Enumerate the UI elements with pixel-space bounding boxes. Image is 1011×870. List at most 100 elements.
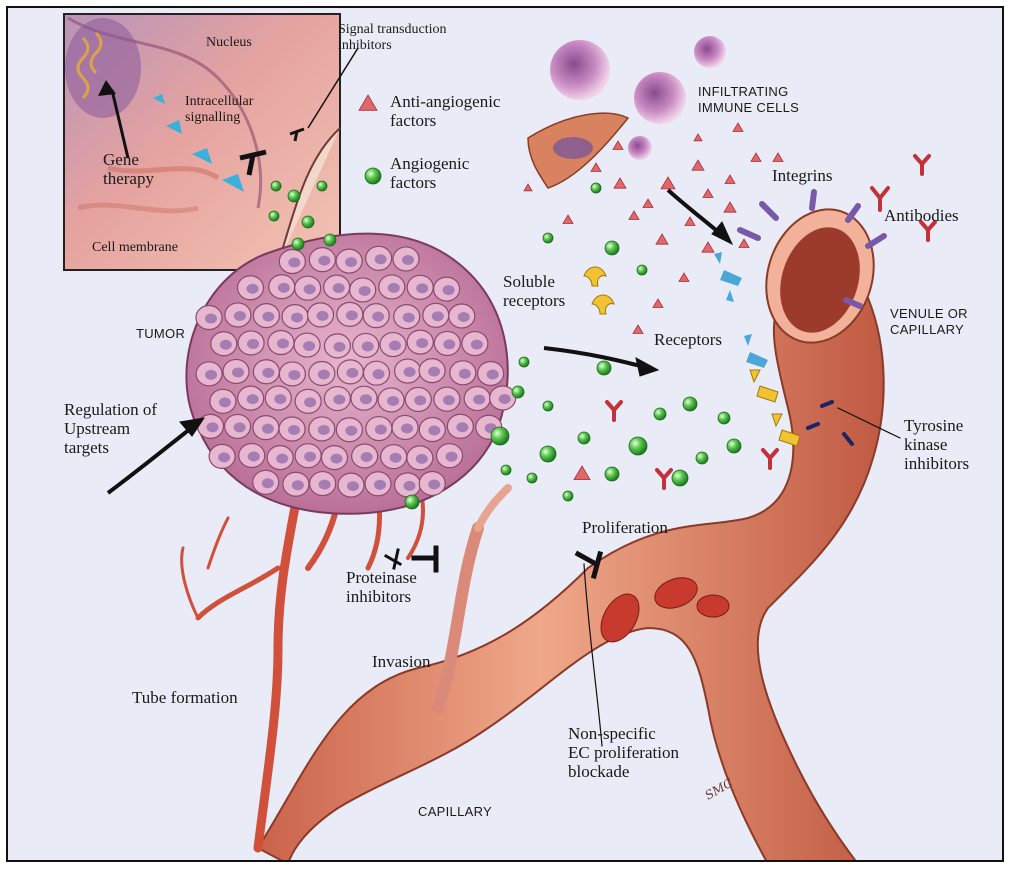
- angiogenic-factor-dot: [269, 211, 279, 221]
- angiogenic-factor-dot: [405, 495, 419, 509]
- tumor-cell-nucleus: [456, 422, 468, 432]
- tumor-cell-nucleus: [414, 395, 426, 405]
- tumor-cell-nucleus: [234, 422, 246, 432]
- tumor-mass: [186, 234, 515, 514]
- anti-angiogenic-factor-triangle: [524, 184, 532, 191]
- angiogenic-factor-dot: [288, 190, 300, 202]
- label-receptors: Receptors: [654, 330, 722, 349]
- angiogenic-factor-dot: [501, 465, 511, 475]
- anti-angiogenic-factor-triangle: [661, 177, 675, 189]
- tumor-cell-nucleus: [262, 478, 274, 488]
- tumor-cell-nucleus: [416, 338, 428, 348]
- tumor-cell-nucleus: [205, 370, 217, 380]
- tumor-cell-nucleus: [232, 367, 244, 377]
- tumor-cell-nucleus: [278, 283, 290, 293]
- tumor-cell-nucleus: [375, 425, 387, 435]
- label-tube-formation: Tube formation: [132, 688, 238, 707]
- tumor-cell-nucleus: [487, 369, 499, 379]
- tumor-cell-nucleus: [499, 394, 511, 404]
- tumor-cell-nucleus: [372, 312, 384, 322]
- tumor-cell-nucleus: [206, 422, 218, 432]
- tumor-cell-nucleus: [205, 314, 217, 324]
- receptor-blue-icon: [714, 252, 768, 368]
- angiogenic-factor-dot: [718, 412, 730, 424]
- label-infiltrating-immune-cells: INFILTRATING IMMUNE CELLS: [698, 84, 799, 116]
- tumor-cell-nucleus: [288, 425, 300, 435]
- tumor-cell-nucleus: [246, 284, 258, 294]
- tumor-cell-nucleus: [428, 426, 440, 436]
- tumor-cell-nucleus: [388, 283, 400, 293]
- tumor-cell-nucleus: [248, 452, 260, 462]
- angiogenic-factor-dot: [597, 361, 611, 375]
- label-non-specific-ec-proliferation-blockade: Non-specific EC proliferation blockade: [568, 724, 679, 781]
- angiogenic-factor-dot: [629, 437, 647, 455]
- tumor-cell-nucleus: [373, 369, 385, 379]
- tumor-cell-nucleus: [304, 397, 316, 407]
- angiogenic-factor-dot: [540, 446, 556, 462]
- angiogenic-factor-dot: [605, 241, 619, 255]
- anti-angiogenic-factor-triangle: [739, 239, 749, 248]
- label-tyrosine-kinase-inhibitors: Tyrosine kinase inhibitors: [904, 416, 969, 473]
- tumor-cell-nucleus: [473, 395, 485, 405]
- tumor-cell-nucleus: [346, 368, 358, 378]
- red-blood-cell: [697, 595, 729, 617]
- angiogenic-factor-dot: [591, 183, 601, 193]
- tumor-cell-nucleus: [333, 395, 345, 405]
- tumor-cell-nucleus: [458, 312, 470, 322]
- tumor-cell-nucleus: [361, 452, 373, 462]
- tumor-cell-nucleus: [274, 394, 286, 404]
- anti-angiogenic-factor-triangle: [359, 95, 377, 110]
- tumor-cell-nucleus: [262, 424, 274, 434]
- anti-angiogenic-factor-triangle: [563, 215, 573, 224]
- tumor-cell-nucleus: [446, 452, 458, 462]
- anti-angiogenic-factor-triangle: [751, 153, 761, 162]
- immune-cell: [628, 136, 652, 160]
- tumor-cell-nucleus: [292, 480, 304, 490]
- anti-angiogenic-factor-triangle: [724, 202, 736, 212]
- angiogenic-factor-dot: [654, 408, 666, 420]
- label-regulation-of-upstream-targets: Regulation of Upstream targets: [64, 400, 157, 457]
- flow-arrow-icon: [544, 348, 648, 368]
- label-venule-or-capillary: VENULE OR CAPILLARY: [890, 306, 968, 338]
- tumor-cell-nucleus: [247, 394, 259, 404]
- angiogenic-factor-dot: [302, 216, 314, 228]
- tumor-cell-nucleus: [347, 481, 359, 491]
- inhibitor-t-icon: [414, 548, 436, 570]
- angiogenic-factor-dot: [491, 427, 509, 445]
- label-tumor: TUMOR: [136, 326, 185, 342]
- tumor-cell-nucleus: [360, 394, 372, 404]
- anti-angiogenic-factor-triangle: [643, 199, 653, 208]
- immune-cell: [634, 72, 686, 124]
- anti-angiogenic-factor-triangle: [703, 189, 713, 198]
- tumor-cell-nucleus: [247, 339, 259, 349]
- tumor-cell-nucleus: [401, 423, 413, 433]
- tumor-cell-nucleus: [288, 258, 300, 268]
- tumor-cell-nucleus: [291, 313, 303, 323]
- label-invasion: Invasion: [372, 652, 431, 671]
- anti-angiogenic-factor-triangle: [614, 178, 626, 188]
- tumor-cell-nucleus: [432, 311, 444, 321]
- tumor-cell-nucleus: [374, 480, 386, 490]
- tumor-cell-nucleus: [262, 312, 274, 322]
- tumor-cell-nucleus: [277, 339, 289, 349]
- anti-angiogenic-factor-triangle: [653, 299, 663, 308]
- tumor-cell-nucleus: [443, 339, 455, 349]
- angiogenic-factor-dot: [519, 357, 529, 367]
- angiogenic-factor-dot: [527, 473, 537, 483]
- flow-arrow-icon: [668, 190, 723, 236]
- anti-angiogenic-factor-triangle: [773, 153, 783, 162]
- anti-angiogenic-factor-triangle: [591, 163, 601, 172]
- label-proliferation: Proliferation: [582, 518, 668, 537]
- tumor-cell-nucleus: [428, 367, 440, 377]
- tumor-cell-nucleus: [317, 311, 329, 321]
- tumor-cell-nucleus: [416, 283, 428, 293]
- tumor-cell-nucleus: [404, 481, 416, 491]
- label-antibodies: Antibodies: [884, 206, 959, 225]
- diagram-frame: SMC Nucleus Signal transduction inhibito…: [6, 6, 1004, 862]
- label-anti-angiogenic-factors: Anti-angiogenic factors: [390, 92, 500, 130]
- tumor-cell-nucleus: [262, 368, 274, 378]
- angiogenic-factor-dot: [543, 401, 553, 411]
- tumor-cell-nucleus: [459, 369, 471, 379]
- label-angiogenic-factors: Angiogenic factors: [390, 154, 469, 192]
- tumor-cell-nucleus: [387, 396, 399, 406]
